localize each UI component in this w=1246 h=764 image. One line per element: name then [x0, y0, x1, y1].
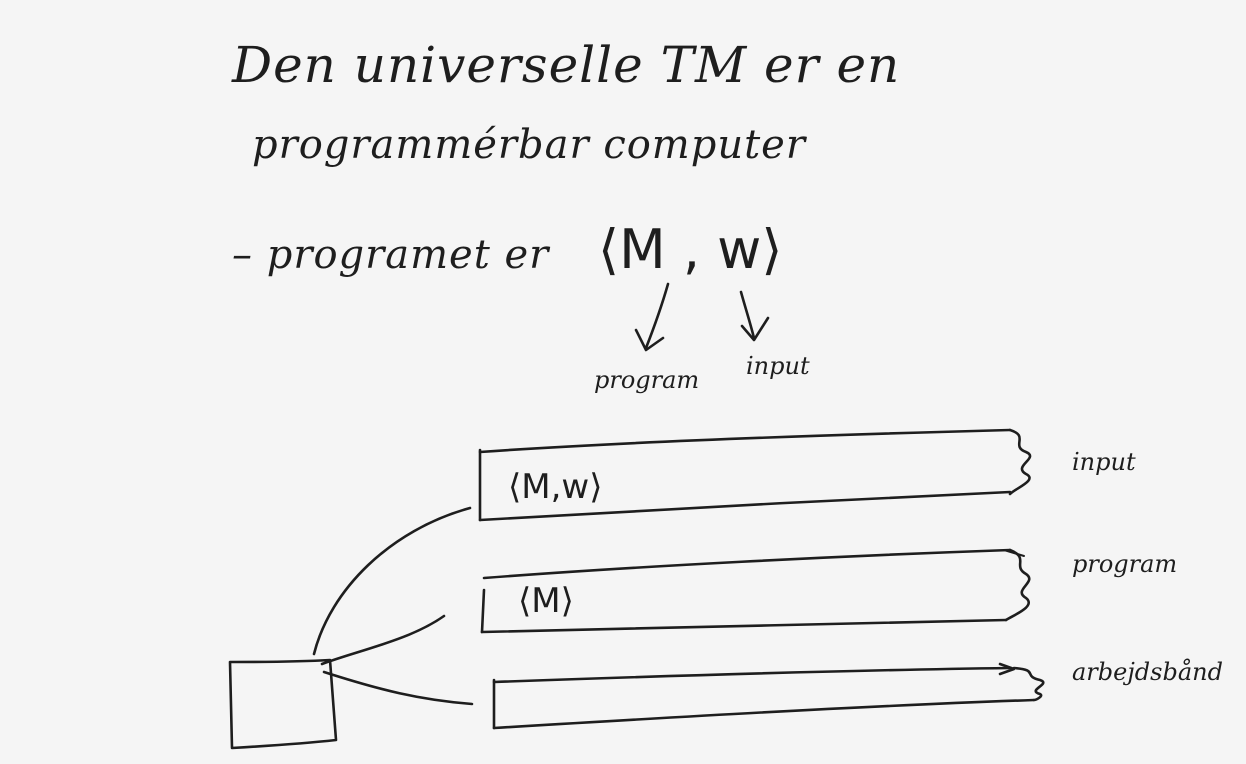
tape-program-label: program	[1072, 550, 1177, 578]
arrow-label-program: program	[594, 366, 699, 394]
tape-input: ⟨M,w⟩	[478, 428, 1032, 522]
tape-heads	[312, 506, 474, 706]
control-unit	[228, 658, 338, 750]
tuple-m-w: ⟨M , w⟩	[598, 218, 782, 281]
tape-program-content: ⟨M⟩	[518, 581, 574, 621]
tape-work-label: arbejdsbånd	[1072, 657, 1223, 686]
arrow-to-program	[634, 282, 670, 352]
note-line-3-prefix: – programet er	[232, 232, 551, 278]
tape-program: ⟨M⟩	[480, 548, 1031, 634]
note-line-1: Den universelle TM er en	[231, 36, 900, 94]
arrow-to-input	[739, 290, 770, 342]
tape-work	[492, 662, 1045, 730]
tape-input-content: ⟨M,w⟩	[508, 467, 602, 507]
tape-input-label: input	[1072, 448, 1136, 476]
arrow-label-input: input	[746, 352, 810, 380]
note-line-2: programmérbar computer	[252, 122, 808, 168]
